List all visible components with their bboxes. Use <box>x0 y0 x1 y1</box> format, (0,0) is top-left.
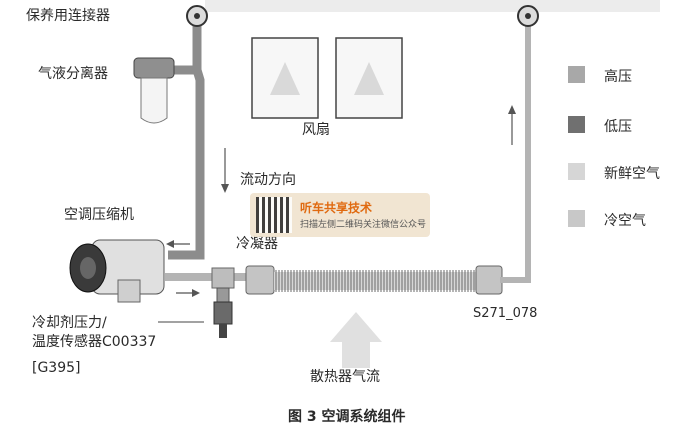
legend-label-low-pressure: 低压 <box>604 119 632 135</box>
watermark-banner: 听车共享技术 扫描左侧二维码关注微信公众号 <box>250 193 430 237</box>
label-separator: 气液分离器 <box>38 66 108 82</box>
legend-swatch-fresh-air <box>568 163 585 180</box>
flow-direction-arrow <box>221 148 229 193</box>
fan-left <box>251 37 319 119</box>
label-sensor-line3: [G395] <box>32 360 81 376</box>
flow-right-arrow <box>176 289 200 297</box>
watermark-title: 听车共享技术 <box>300 201 373 215</box>
high-pressure-return-pipe <box>500 22 531 283</box>
label-fan: 风扇 <box>302 122 330 138</box>
legend-swatch-cold-air <box>568 210 585 227</box>
service-connector-right <box>517 5 539 27</box>
service-connector-left <box>186 5 208 27</box>
label-radiator-airflow: 散热器气流 <box>310 369 380 385</box>
legend-label-fresh-air: 新鲜空气 <box>604 166 660 182</box>
label-connector: 保养用连接器 <box>26 8 110 24</box>
low-pressure-pipe <box>168 68 205 260</box>
liquid-separator <box>133 57 175 124</box>
ac-compressor <box>69 239 165 303</box>
label-sensor-line2: 温度传感器C00337 <box>32 334 157 350</box>
qr-code-icon <box>256 197 292 233</box>
watermark-subtitle: 扫描左侧二维码关注微信公众号 <box>300 220 427 230</box>
fan-right <box>335 37 403 119</box>
figure-caption: 图 3 空调系统组件 <box>288 409 406 425</box>
legend-label-high-pressure: 高压 <box>604 69 632 85</box>
label-condenser: 冷凝器 <box>236 236 278 252</box>
legend-swatch-low-pressure <box>568 116 585 133</box>
label-flow-direction: 流动方向 <box>240 172 296 188</box>
airflow-arrow <box>330 312 382 368</box>
flow-left-arrow <box>166 240 190 248</box>
label-compressor: 空调压缩机 <box>64 207 134 223</box>
legend-swatch-high-pressure <box>568 66 585 83</box>
legend-label-cold-air: 冷空气 <box>604 213 646 229</box>
label-sensor-line1: 冷却剂压力/ <box>32 315 107 331</box>
flow-up-arrow <box>508 105 516 145</box>
label-part-code: S271_078 <box>473 306 538 321</box>
